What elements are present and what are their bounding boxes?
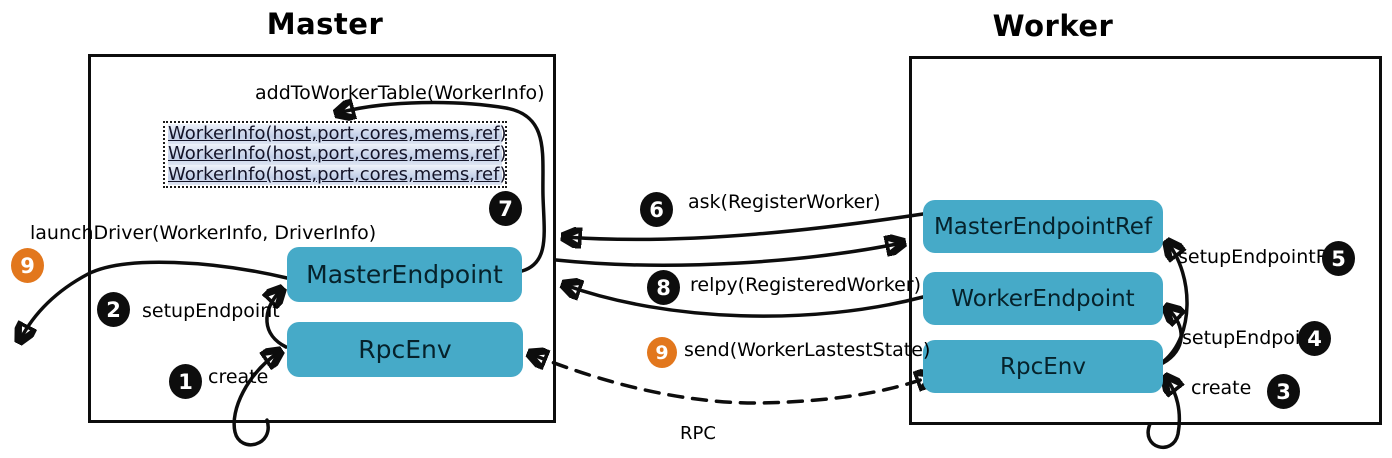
master-title: Master xyxy=(266,7,384,41)
label-worker-create: create xyxy=(1191,377,1252,399)
badge-step-4: 4 xyxy=(1298,321,1331,356)
arrow-ask-register-worker xyxy=(565,212,925,239)
label-worker-setup-endpoint-ref: setupEndpointRef xyxy=(1178,246,1347,268)
node-worker-rpc-env: RpcEnv xyxy=(923,340,1163,393)
node-worker-endpoint: WorkerEndpoint xyxy=(923,272,1163,325)
badge-step-6: 6 xyxy=(640,192,673,227)
node-master-rpc-env: RpcEnv xyxy=(287,322,523,377)
node-master-endpoint: MasterEndpoint xyxy=(287,247,522,302)
arrow-rpc-link xyxy=(531,354,932,405)
worker-table-row: WorkerInfo(host,port,cores,mems,ref) xyxy=(168,122,507,145)
label-reply-registered-worker: relpy(RegisteredWorker) xyxy=(690,274,921,296)
label-master-setup-endpoint: setupEndpoint xyxy=(142,300,280,322)
worker-table: WorkerInfo(host,port,cores,mems,ref) Wor… xyxy=(163,121,507,188)
badge-step-9-send: 9 xyxy=(647,337,677,368)
label-send-worker-latest-state: send(WorkerLastestState) xyxy=(684,339,931,361)
worker-table-row: WorkerInfo(host,port,cores,mems,ref) xyxy=(168,163,507,186)
badge-step-7: 7 xyxy=(489,191,522,226)
label-master-create: create xyxy=(208,366,269,388)
badge-step-9-launch: 9 xyxy=(11,248,44,283)
label-launch-driver: launchDriver(WorkerInfo, DriverInfo) xyxy=(30,222,377,244)
badge-step-2: 2 xyxy=(97,292,130,327)
label-add-to-worker-table: addToWorkerTable(WorkerInfo) xyxy=(255,82,545,104)
worker-title: Worker xyxy=(992,9,1114,43)
label-ask-register-worker: ask(RegisterWorker) xyxy=(688,191,881,213)
badge-step-3: 3 xyxy=(1267,374,1300,409)
label-rpc: RPC xyxy=(680,423,716,444)
arrow-reply-registered-worker xyxy=(554,243,902,267)
badge-step-1: 1 xyxy=(169,364,202,399)
label-worker-setup-endpoint: setupEndpoint xyxy=(1182,327,1320,349)
worker-table-row: WorkerInfo(host,port,cores,mems,ref) xyxy=(168,143,507,165)
badge-step-8: 8 xyxy=(647,270,680,305)
node-master-endpoint-ref: MasterEndpointRef xyxy=(923,200,1163,253)
badge-step-5: 5 xyxy=(1322,241,1355,276)
